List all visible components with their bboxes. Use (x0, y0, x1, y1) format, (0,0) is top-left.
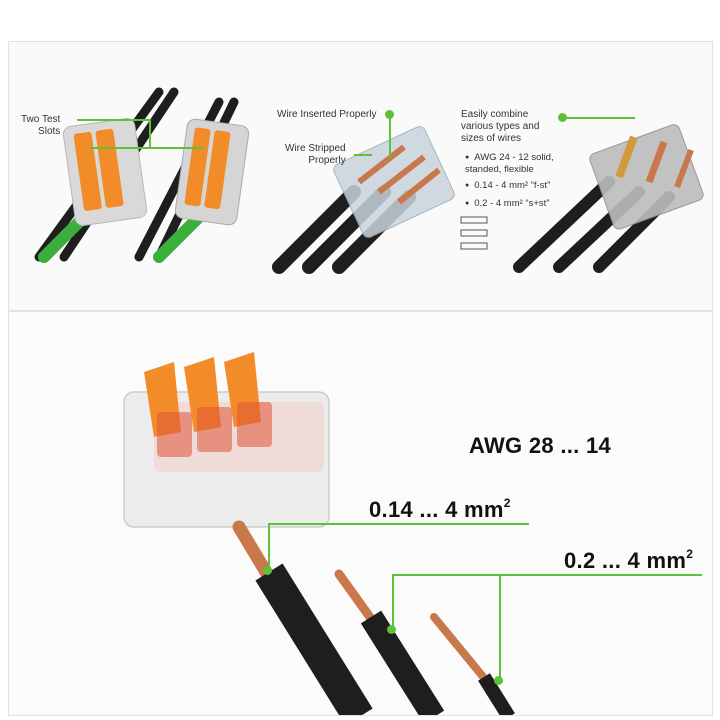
callout-line-solid (499, 574, 501, 682)
label-wire-inserted: Wire Inserted Properly (277, 109, 377, 120)
label-wire-stripped: Wire Stripped Properly (285, 143, 346, 166)
callout-line (149, 119, 151, 147)
bottom-illustration (123, 352, 515, 715)
label-easily-combine: Easily combine various types and sizes o… (461, 109, 540, 144)
wire-type-icons (460, 216, 488, 250)
callout-line-flex (268, 523, 270, 573)
bullet-awg: AWG 24 - 12 solid, standed, flexible (465, 152, 554, 175)
callout-line-solid (392, 574, 702, 576)
awg-range-label: AWG 28 ... 14 (469, 433, 612, 458)
bullet-solid: 0.2 - 4 mm² “s+st” (465, 198, 549, 210)
flex-range-label: 0.14 ... 4 mm2 (369, 495, 511, 522)
bullet-flex: 0.14 - 4 mm² “f-st” (465, 180, 550, 192)
callout-line-solid (392, 574, 394, 630)
solid-range-label: 0.2 ... 4 mm2 (564, 546, 694, 573)
callout-dot (385, 110, 394, 119)
callout-dot (494, 676, 503, 685)
callout-line (354, 154, 372, 156)
callout-line (389, 118, 391, 158)
wire-flexible-illustration (232, 520, 373, 715)
mixed-wires-illustration (513, 124, 704, 273)
callout-line (77, 119, 149, 121)
top-feature-panel: Two Test Slots Wire Inserted Properly Wi… (8, 41, 713, 311)
label-two-test-slots: Two Test Slots (21, 114, 61, 137)
callout-line (89, 147, 204, 149)
connector-test-slots-illustration (34, 87, 250, 263)
callout-line-flex (268, 523, 529, 525)
wire-solid-illustration (334, 569, 515, 715)
top-illustration (34, 87, 704, 274)
callout-dot (263, 566, 272, 575)
callout-dot (558, 113, 567, 122)
connector-3-slot-illustration (123, 352, 330, 528)
callout-line (565, 117, 635, 119)
callout-dot (387, 625, 396, 634)
bottom-specs-panel: AWG 28 ... 14 0.14 ... 4 mm2 0.2 ... 4 m… (8, 311, 713, 716)
